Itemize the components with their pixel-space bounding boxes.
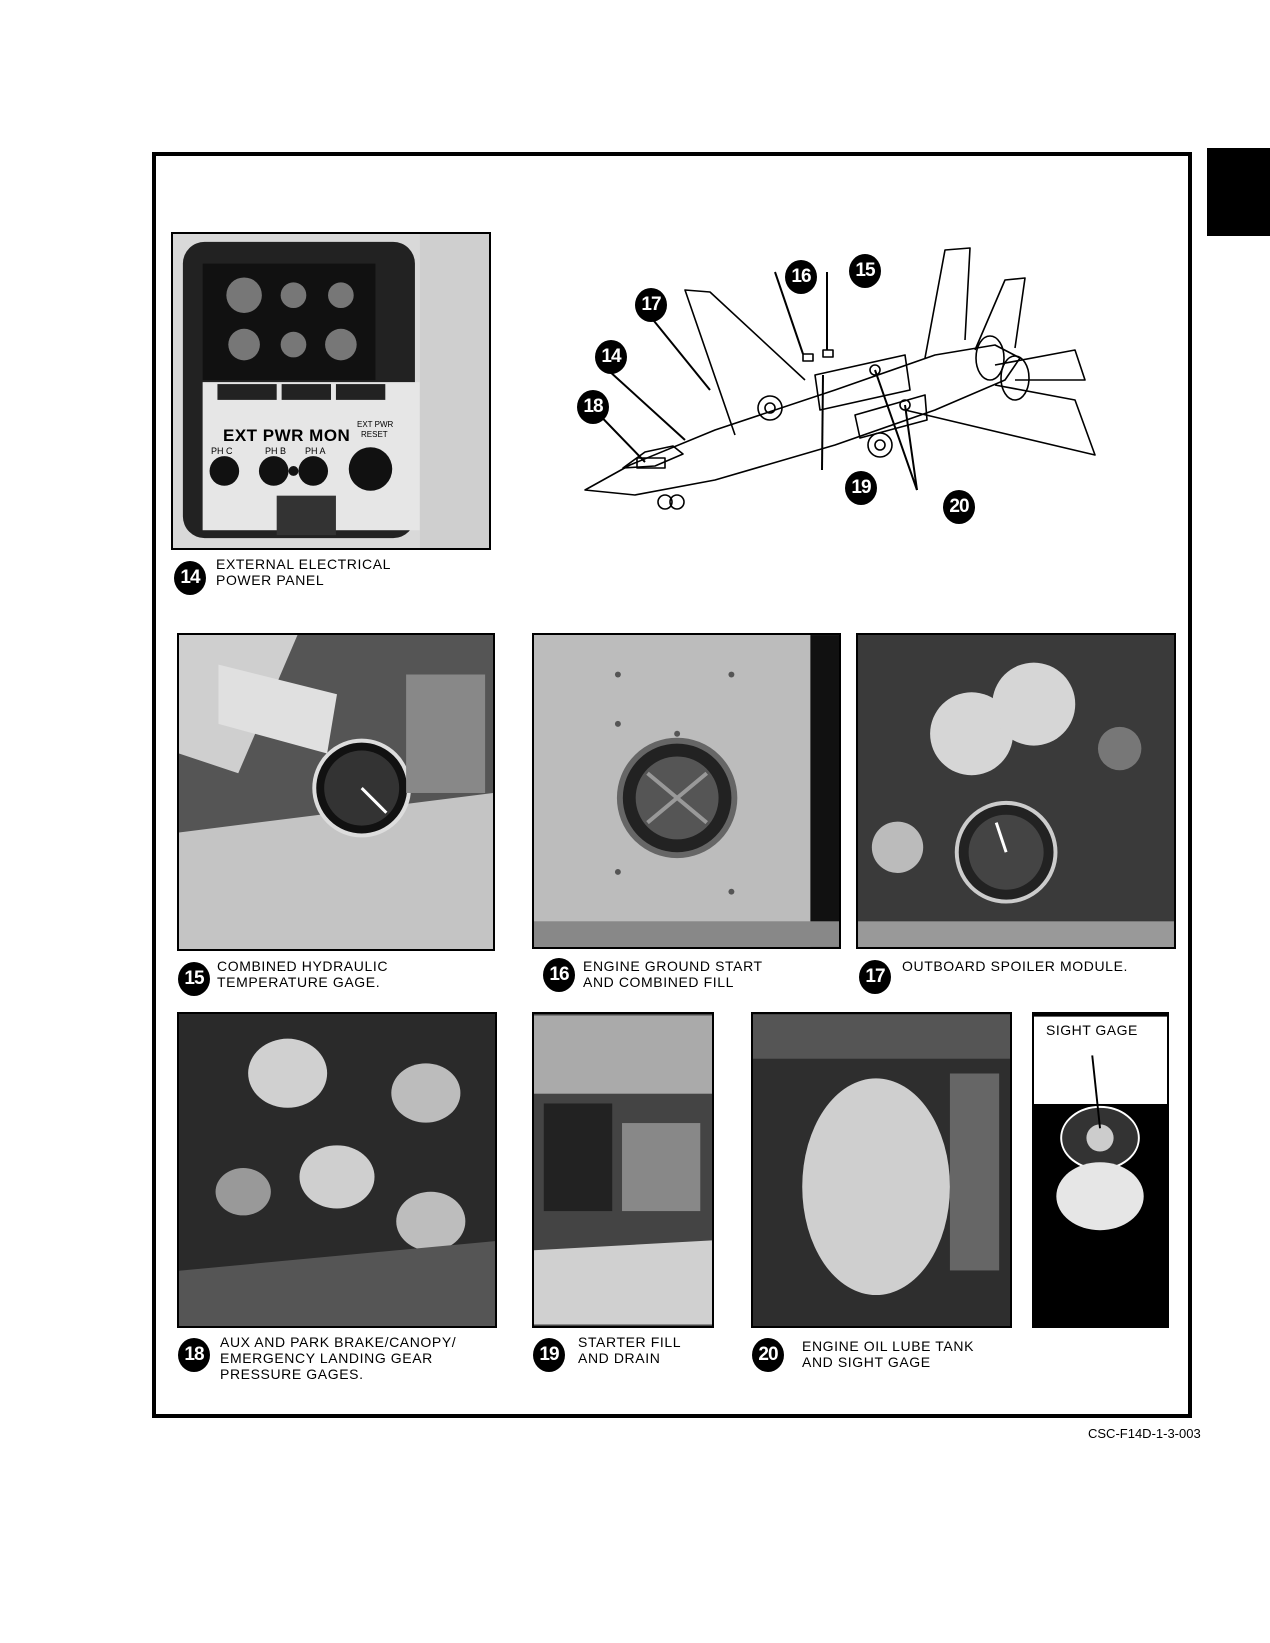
callout-20-badge: 20 [752,1338,784,1372]
diagram-callout-19: 19 [845,471,877,505]
caption-15: COMBINED HYDRAULIC TEMPERATURE GAGE. [217,958,389,990]
diagram-callout-20: 20 [943,490,975,524]
caption-18: AUX AND PARK BRAKE/CANOPY/ EMERGENCY LAN… [220,1334,457,1382]
photo-brake-canopy-gear-gages [177,1012,497,1328]
callout-18-badge: 18 [178,1338,210,1372]
photo-engine-oil-lube-tank [751,1012,1012,1328]
diagram-callout-14: 14 [595,340,627,374]
document-id: CSC-F14D-1-3-003 [1088,1426,1201,1441]
photo-sight-gage-inset [1032,1012,1169,1328]
diagram-callout-18: 18 [577,390,609,424]
photo-external-power-panel: EXT PWR MON EXT PWR RESET PH C PH B PH A [171,232,491,550]
pressure-gages-illustration [179,1038,495,1326]
panel-label: EXT PWR MON [223,426,351,445]
spoiler-module-illustration [858,662,1174,947]
section-tab-marker [1207,148,1270,236]
photo-starter-fill-drain [532,1012,714,1328]
photo-outboard-spoiler-module [856,633,1176,949]
diagram-callout-16: 16 [785,260,817,294]
caption-20: ENGINE OIL LUBE TANK AND SIGHT GAGE [802,1338,975,1370]
figure-frame [152,152,1192,1418]
starter-fill-illustration [534,1015,712,1325]
caption-16: ENGINE GROUND START AND COMBINED FILL [583,958,763,990]
sight-gage-label: SIGHT GAGE [1046,1022,1138,1038]
caption-17: OUTBOARD SPOILER MODULE. [902,958,1128,974]
hydraulic-gage-illustration [179,635,493,949]
callout-16-badge: 16 [543,958,575,992]
aircraft-location-diagram: 16 15 17 14 18 19 20 [575,240,1135,530]
photo-engine-ground-start [532,633,841,949]
sight-gage-illustration [1034,1016,1167,1231]
reset-label-line-2: RESET [361,430,388,439]
photo-hydraulic-temperature-gage [177,633,495,951]
callout-14-badge: 14 [174,561,206,595]
phase-c-label: PH C [211,446,233,456]
aircraft-outline [584,247,1096,510]
phase-a-label: PH A [305,446,326,456]
power-panel-illustration [182,234,489,548]
caption-19: STARTER FILL AND DRAIN [578,1334,682,1366]
callout-15-badge: 15 [178,962,210,996]
diagram-callout-17: 17 [635,288,667,322]
reset-label-line-1: EXT PWR [357,420,394,429]
oil-tank-illustration [753,1014,1010,1296]
caption-14: EXTERNAL ELECTRICAL POWER PANEL [216,556,392,588]
callout-19-badge: 19 [533,1338,565,1372]
callout-17-badge: 17 [859,960,891,994]
diagram-callout-15: 15 [849,254,881,288]
phase-b-label: PH B [265,446,287,456]
ground-start-illustration [534,635,839,947]
